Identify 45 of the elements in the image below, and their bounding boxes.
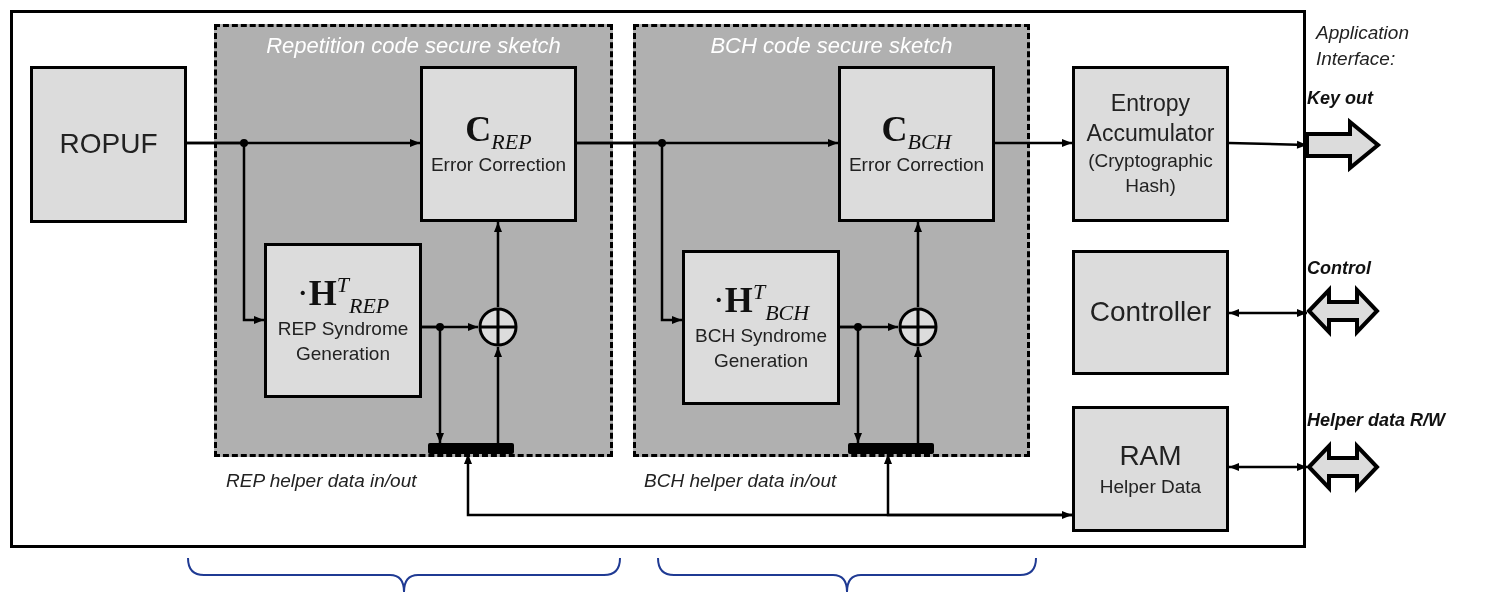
process-box	[1072, 406, 1229, 532]
process-box	[1072, 250, 1229, 375]
arrow	[884, 454, 1072, 517]
math-symbol: C$_{REP}$	[465, 110, 532, 153]
arrow	[422, 325, 444, 443]
process-box	[264, 243, 422, 398]
arrow	[1229, 309, 1307, 317]
dashed-group	[214, 24, 613, 457]
arrow	[914, 222, 922, 307]
box-label: Entropy Accumulator	[1085, 89, 1216, 149]
arrow	[494, 222, 502, 307]
arrow	[494, 347, 502, 443]
process-box	[838, 66, 995, 222]
box-label: ROPUF	[59, 127, 158, 162]
box-label: Controller	[1089, 295, 1212, 330]
interface-label: Key out	[1307, 88, 1375, 109]
process-box	[30, 66, 187, 223]
group-title: Repetition code secure sketch	[265, 33, 562, 59]
arrow	[187, 141, 264, 324]
process-box	[682, 250, 840, 405]
box-label: (Cryptographic Hash)	[1087, 149, 1214, 198]
math-symbol: C$_{BCH}$	[881, 110, 952, 153]
arrow	[1229, 463, 1307, 471]
interface-label: Helper data R/W	[1307, 410, 1447, 431]
box-label: BCH Syndrome Generation	[694, 324, 828, 374]
box-label: RAM	[1119, 439, 1182, 474]
interface-label: Control	[1307, 258, 1373, 279]
bus-bar	[428, 443, 514, 454]
box-label: Error Correction	[848, 152, 985, 177]
system-frame	[10, 10, 1306, 548]
arrow	[577, 141, 682, 324]
note-label: BCH helper data in/out	[644, 469, 838, 493]
process-box	[1072, 66, 1229, 222]
note-label: REP helper data in/out	[226, 469, 418, 493]
bus-bar	[848, 443, 934, 454]
dashed-group	[633, 24, 1030, 457]
group-title: BCH code secure sketch	[709, 33, 954, 59]
arrow	[914, 347, 922, 443]
box-label: Error Correction	[430, 152, 567, 177]
process-box	[420, 66, 577, 222]
box-label: Helper Data	[1099, 474, 1202, 499]
box-label: REP Syndrome Generation	[276, 317, 410, 367]
arrow	[995, 139, 1072, 147]
arrow	[840, 325, 862, 443]
interface-heading: Application Interface:	[1316, 21, 1410, 71]
